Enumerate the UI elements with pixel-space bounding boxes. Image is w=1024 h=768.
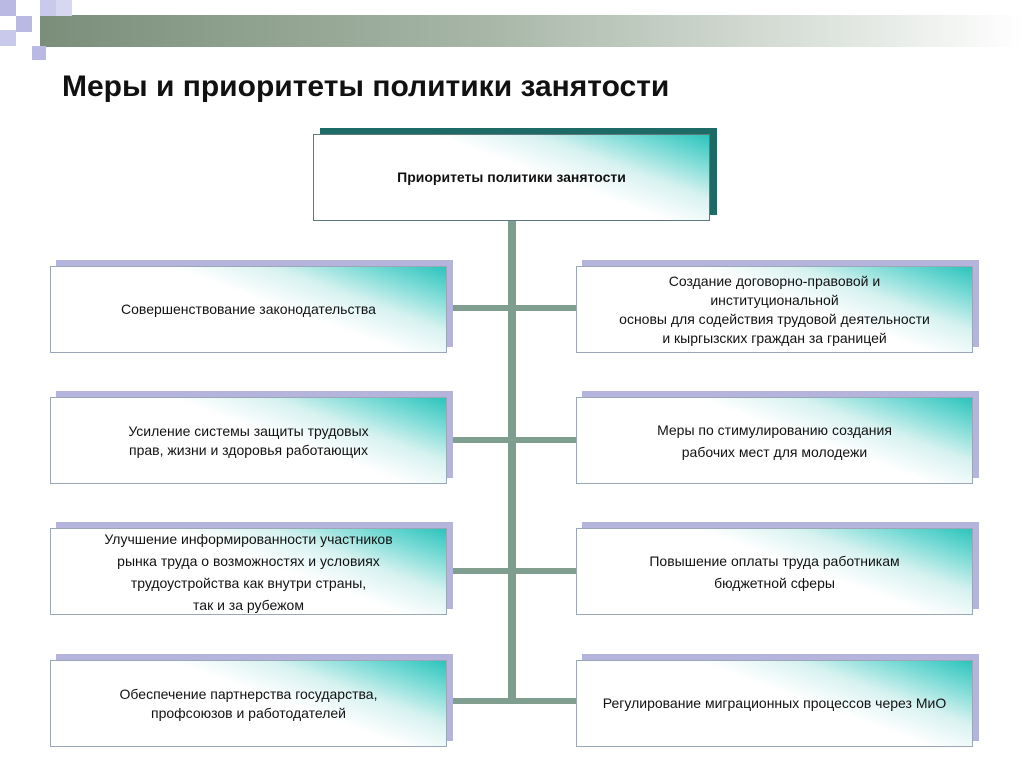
right-node-3: Повышение оплаты труда работникам бюджет… (576, 528, 973, 615)
right-node-4: Регулирование миграционных процессов чер… (576, 660, 973, 747)
corner-square-decoration (32, 46, 46, 60)
corner-square-decoration (56, 0, 72, 16)
corner-square-decoration (0, 0, 16, 16)
corner-square-decoration (16, 16, 32, 32)
page-title: Меры и приоритеты политики занятости (62, 70, 670, 103)
connector-branch-4 (446, 698, 578, 704)
right-node-2-label: Меры по стимулированию создания рабочих … (657, 421, 892, 460)
header-gradient-bar (40, 15, 1024, 47)
right-node-3-label: Повышение оплаты труда работникам бюджет… (649, 552, 900, 591)
left-node-2: Усиление системы защиты трудовых прав, ж… (50, 397, 447, 484)
left-node-4-label: Обеспечение партнерства государства, про… (119, 685, 378, 721)
right-node-1-label: Создание договорно-правовой и институцио… (619, 272, 930, 346)
right-node-2: Меры по стимулированию создания рабочих … (576, 397, 973, 484)
left-node-4: Обеспечение партнерства государства, про… (50, 660, 447, 747)
connector-branch-3 (446, 568, 578, 574)
connector-branch-1 (446, 305, 578, 311)
left-node-3-label: Улучшение информированности участников р… (104, 530, 393, 613)
left-node-2-label: Усиление системы защиты трудовых прав, ж… (128, 422, 369, 458)
root-node: Приоритеты политики занятости (313, 134, 710, 221)
connector-trunk (508, 220, 516, 703)
connector-branch-2 (446, 437, 578, 443)
right-node-1: Создание договорно-правовой и институцио… (576, 266, 973, 353)
corner-square-decoration (0, 30, 16, 46)
left-node-1-label: Совершенствование законодательства (121, 301, 376, 317)
right-node-4-label: Регулирование миграционных процессов чер… (602, 695, 947, 711)
left-node-1: Совершенствование законодательства (50, 266, 447, 353)
root-node-label: Приоритеты политики занятости (397, 169, 626, 185)
corner-square-decoration (40, 0, 56, 16)
left-node-3: Улучшение информированности участников р… (50, 528, 447, 615)
